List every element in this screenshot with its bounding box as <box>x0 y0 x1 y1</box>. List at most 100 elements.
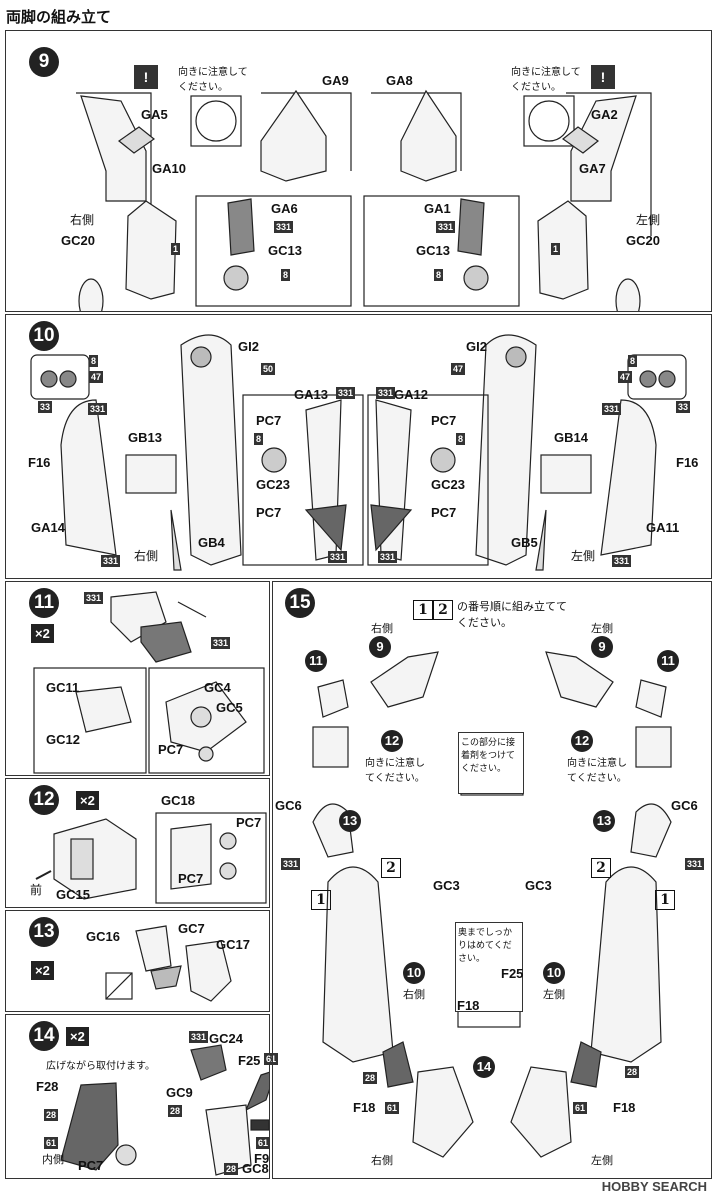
order-mark-2-left: 2 <box>381 858 401 878</box>
label-GA5: GA5 <box>141 107 168 122</box>
ref-step-10-b: 10 <box>543 962 565 984</box>
label-F16-b: F16 <box>676 455 699 470</box>
color-331-b: 331 <box>685 858 705 870</box>
label-GC23-b: GC23 <box>431 477 465 492</box>
side-right-b: 右側 <box>403 988 425 1001</box>
label-GC24: GC24 <box>209 1031 243 1046</box>
color-331: 331 <box>189 1031 209 1043</box>
glue-note-text: この部分に接着剤をつけてください。 <box>461 738 516 774</box>
glue-icon: ! <box>134 65 158 89</box>
color-47-c: 47 <box>618 371 633 383</box>
step-15-drawing <box>312 651 672 1158</box>
ref-step-9-b: 9 <box>591 636 613 658</box>
label-GA10: GA10 <box>152 161 186 176</box>
multiplier-badge: ×2 <box>31 961 54 980</box>
multiplier-badge: ×2 <box>66 1027 89 1046</box>
color-61-c: 61 <box>256 1137 271 1149</box>
color-8: 8 <box>281 269 291 281</box>
color-50: 50 <box>261 363 276 375</box>
step-13-drawing <box>105 925 232 1002</box>
step-number: 10 <box>29 321 59 351</box>
direction-note-2: 向きに注意してください。 <box>511 67 581 93</box>
ref-step-13-b: 13 <box>593 810 615 832</box>
side-right-10: 右側 <box>134 549 159 563</box>
ref-step-12: 12 <box>381 730 403 752</box>
label-F9: F9 <box>254 1151 270 1166</box>
label-GA7: GA7 <box>579 161 606 176</box>
watermark-logo: HOBBY SEARCH <box>601 1179 707 1194</box>
label-F18-note: F18 <box>457 998 480 1013</box>
color-331-g: 331 <box>378 551 398 563</box>
color-331-i: 331 <box>612 555 632 567</box>
color-28-b: 28 <box>625 1066 640 1078</box>
label-GC23: GC23 <box>256 477 290 492</box>
label-GA1: GA1 <box>424 201 451 216</box>
label-GI2-b: GI2 <box>466 339 487 354</box>
label-GC13: GC13 <box>268 243 302 258</box>
ref-step-11-b: 11 <box>657 650 679 672</box>
glue-icon-2: ! <box>591 65 615 89</box>
label-GC6-b: GC6 <box>671 798 698 813</box>
step-14-panel: 14 ×2 広げながら取付けます。 F28 28 61 内側 PC7 331 G… <box>5 1014 279 1179</box>
color-47: 47 <box>89 371 104 383</box>
ref-step-11: 11 <box>305 650 327 672</box>
label-GC5: GC5 <box>216 700 243 715</box>
insert-note: 奥までしっかりはめてください。 <box>455 922 523 1012</box>
order-mark-2-right: 2 <box>591 858 611 878</box>
color-28-b: 28 <box>168 1105 183 1117</box>
color-33: 33 <box>38 401 53 413</box>
label-GC20-b: GC20 <box>626 233 660 248</box>
label-GC12: GC12 <box>46 732 80 747</box>
color-8-b: 8 <box>434 269 444 281</box>
label-PC7-d: PC7 <box>431 505 457 520</box>
order-mark-1: 1 <box>413 600 433 620</box>
step-12-drawing <box>35 812 267 904</box>
side-left: 左側 <box>636 213 661 227</box>
insert-note-text: 奥までしっかりはめてください。 <box>458 928 513 964</box>
order-note: の番号順に組み立ててください。 <box>457 600 567 629</box>
glue-note: この部分に接着剤をつけてください。 <box>458 732 524 794</box>
side-right: 右側 <box>70 213 95 227</box>
color-331-b: 331 <box>211 637 231 649</box>
step-number: 12 <box>29 785 59 815</box>
label-GA9: GA9 <box>322 73 349 88</box>
color-331-c: 331 <box>101 555 121 567</box>
label-GB5: GB5 <box>511 535 538 550</box>
label-F25: F25 <box>238 1053 261 1068</box>
color-28: 28 <box>363 1072 378 1084</box>
color-1-b: 1 <box>551 243 561 255</box>
side-right: 右側 <box>371 622 393 635</box>
page-title: 両脚の組み立て <box>6 8 112 26</box>
label-GA2: GA2 <box>591 107 618 122</box>
label-PC7: PC7 <box>256 413 282 428</box>
direction-note: 向きに注意してください。 <box>178 67 248 93</box>
color-61: 61 <box>44 1137 59 1149</box>
label-GC7: GC7 <box>178 921 205 936</box>
label-F18: F18 <box>353 1100 376 1115</box>
color-28: 28 <box>44 1109 59 1121</box>
label-F25: F25 <box>501 966 524 981</box>
color-331-d: 331 <box>336 387 356 399</box>
side-left-b: 左側 <box>543 988 565 1001</box>
label-GC3-b: GC3 <box>525 878 552 893</box>
step-10-drawing <box>30 334 687 571</box>
order-mark-2: 2 <box>433 600 453 620</box>
label-GA6: GA6 <box>271 201 298 216</box>
step-11-drawing <box>33 591 265 774</box>
label-PC7: PC7 <box>236 815 262 830</box>
color-61: 61 <box>385 1102 400 1114</box>
label-GC16: GC16 <box>86 929 120 944</box>
label-GI2: GI2 <box>238 339 259 354</box>
label-GB14: GB14 <box>554 430 588 445</box>
label-GA11: GA11 <box>646 520 680 535</box>
side-inner: 内側 <box>42 1153 64 1166</box>
ref-step-12-b: 12 <box>571 730 593 752</box>
color-331: 331 <box>88 403 108 415</box>
label-GC11: GC11 <box>46 680 80 695</box>
ref-step-14: 14 <box>473 1056 495 1078</box>
label-F28: F28 <box>36 1079 59 1094</box>
side-left-c: 左側 <box>591 1154 613 1167</box>
color-331-b: 331 <box>436 221 456 233</box>
color-331-f: 331 <box>376 387 396 399</box>
color-331: 331 <box>84 592 104 604</box>
